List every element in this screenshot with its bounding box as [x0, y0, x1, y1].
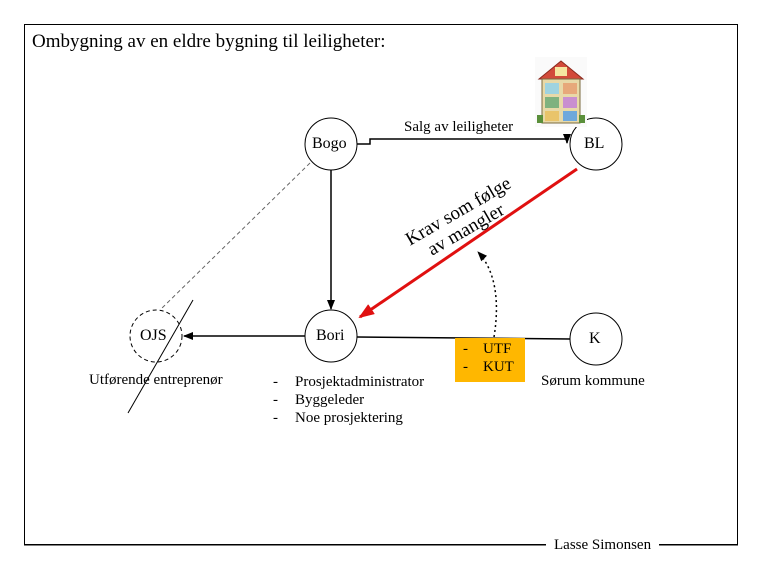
bogo-label: Bogo	[312, 135, 347, 152]
bl-label: BL	[584, 135, 605, 152]
k-caption: Sørum kommune	[541, 373, 645, 389]
bl-node	[569, 117, 623, 171]
claim-arrow	[358, 167, 578, 319]
k-label: K	[589, 330, 601, 347]
ojs-caption: Utførende entreprenør	[89, 372, 223, 388]
bori-label: Bori	[316, 327, 345, 344]
list-item: -KUT	[463, 359, 514, 375]
bori-roles-list: -Prosjektadministrator -Byggeleder -Noe …	[273, 373, 424, 427]
list-item: -Prosjektadministrator	[273, 374, 425, 390]
utf-dotted-arrow	[477, 251, 498, 338]
bogo-to-ojs-dashed-line	[159, 162, 311, 311]
slide-title: Ombygning av en eldre bygning til leilig…	[32, 31, 386, 52]
list-item: -Byggeleder	[273, 392, 365, 408]
list-item: -Noe prosjektering	[273, 410, 403, 426]
ojs-strike-line	[127, 299, 194, 414]
utf-kut-box: -UTF -KUT	[455, 338, 525, 382]
author-credit: Lasse Simonsen	[546, 537, 660, 554]
ojs-node	[129, 309, 183, 363]
list-item: -UTF	[463, 341, 512, 357]
sale-arrow	[357, 134, 571, 145]
sale-label: Salg av leiligheter	[404, 119, 514, 135]
house-illustration	[535, 57, 587, 127]
ojs-label: OJS	[140, 327, 167, 344]
